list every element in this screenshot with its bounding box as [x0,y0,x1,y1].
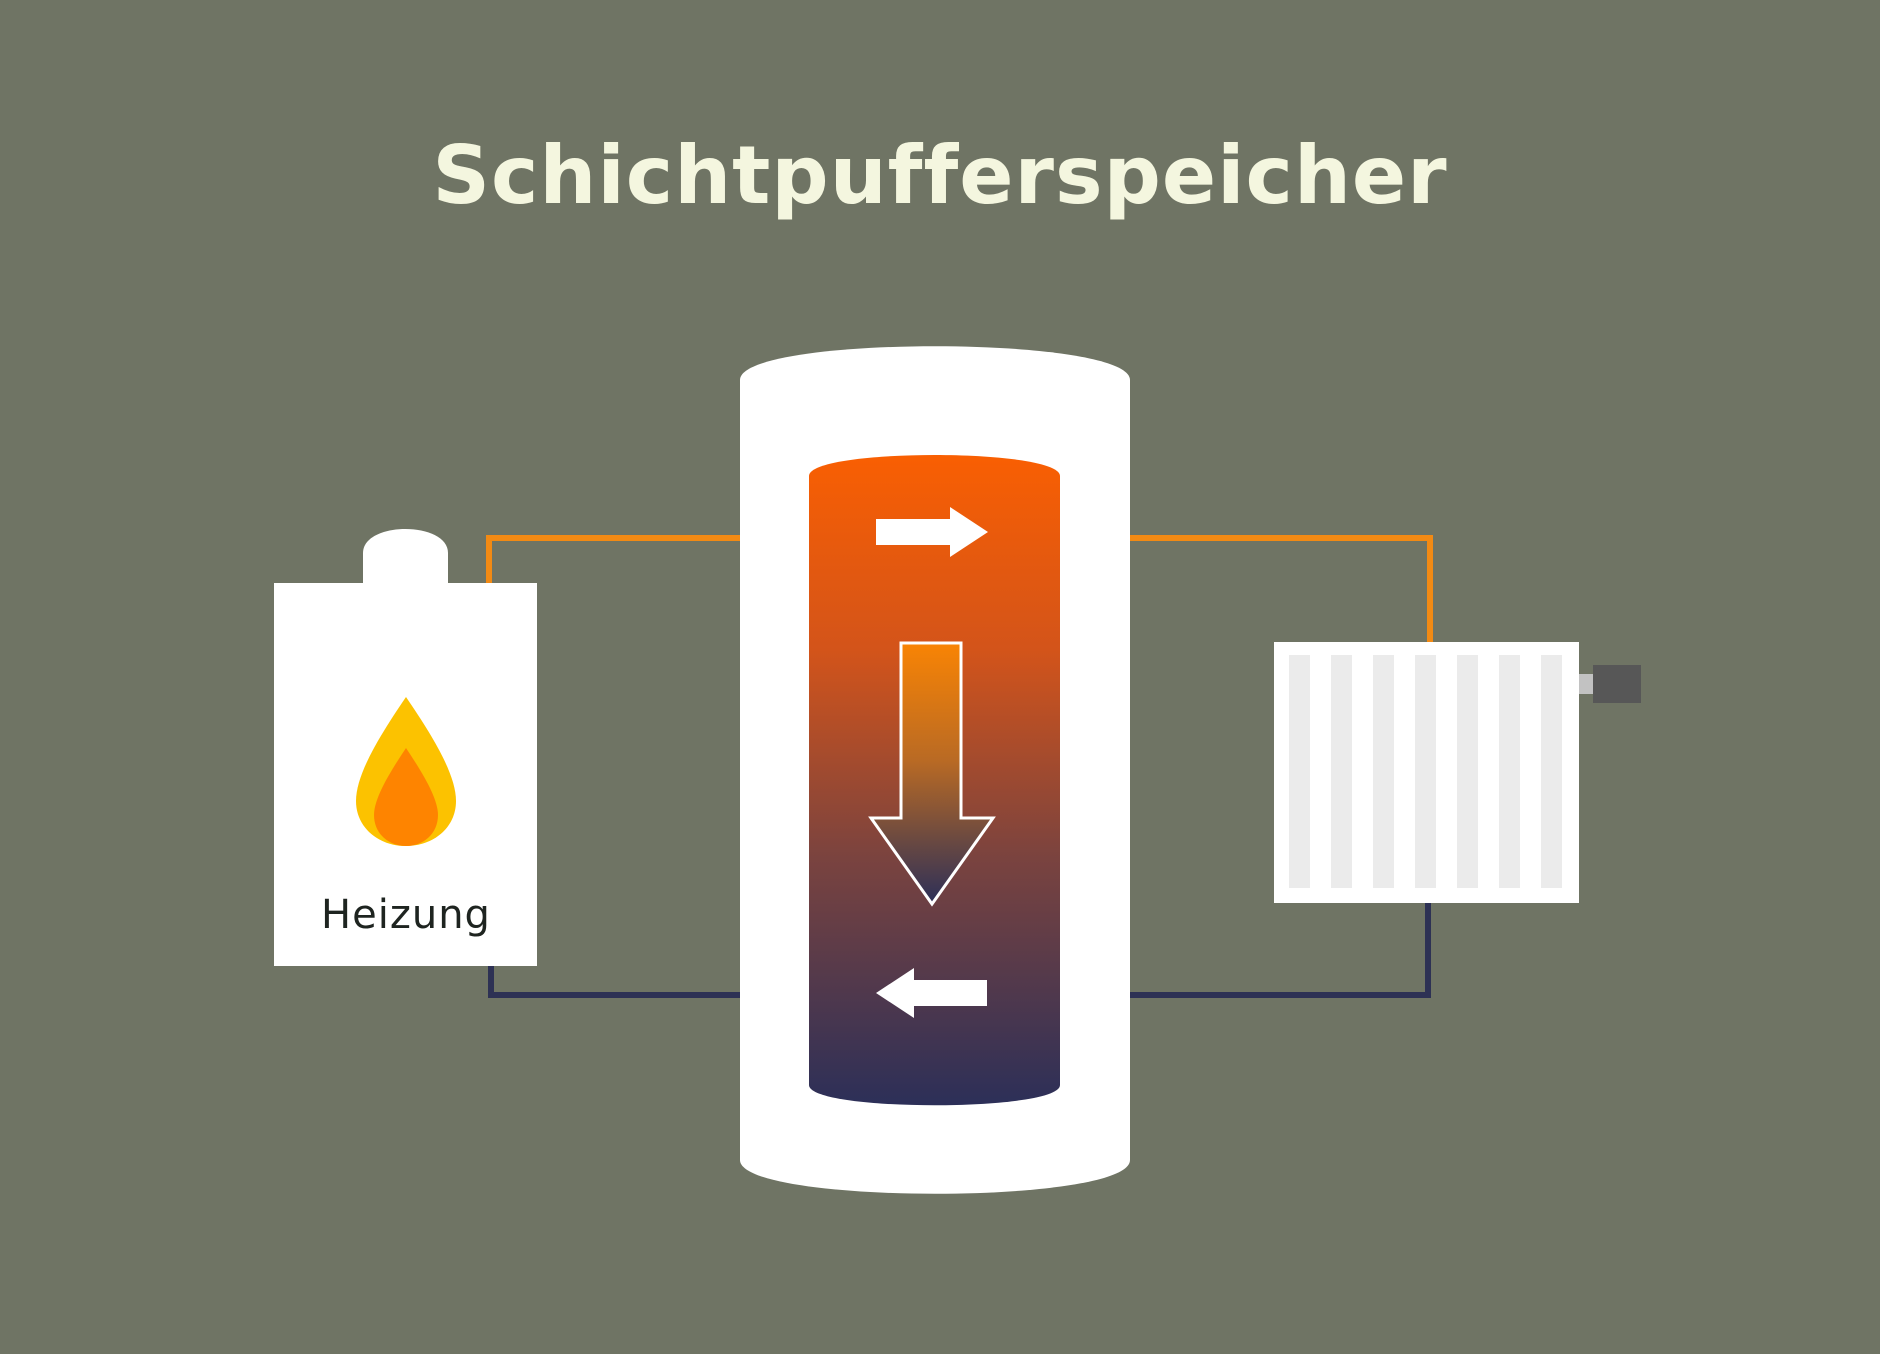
radiator-fin [1373,655,1394,888]
arrow-right-icon [876,507,988,557]
radiator-fin [1331,655,1352,888]
cold-return-pipe-right [1056,900,1431,998]
radiator-fin [1457,655,1478,888]
page-title: Schichtpufferspeicher [432,129,1448,222]
arrow-left-icon [876,968,987,1018]
heater-label: Heizung [321,892,491,938]
cold-return-pipe-left [488,965,812,998]
radiator-fin [1415,655,1436,888]
radiator-fin [1499,655,1520,888]
heater-unit: Heizung [274,529,537,966]
radiator-fin [1541,655,1562,888]
hot-supply-pipe-right [1058,535,1433,645]
arrow-down-icon [868,641,996,907]
radiator-icon [1274,642,1641,903]
flame-icon [356,697,456,846]
valve-icon [1579,665,1641,703]
hot-supply-pipe-left [486,535,812,585]
buffer-tank [740,346,1130,1194]
radiator-fin [1289,655,1310,888]
heater-exhaust-cap [363,529,448,585]
